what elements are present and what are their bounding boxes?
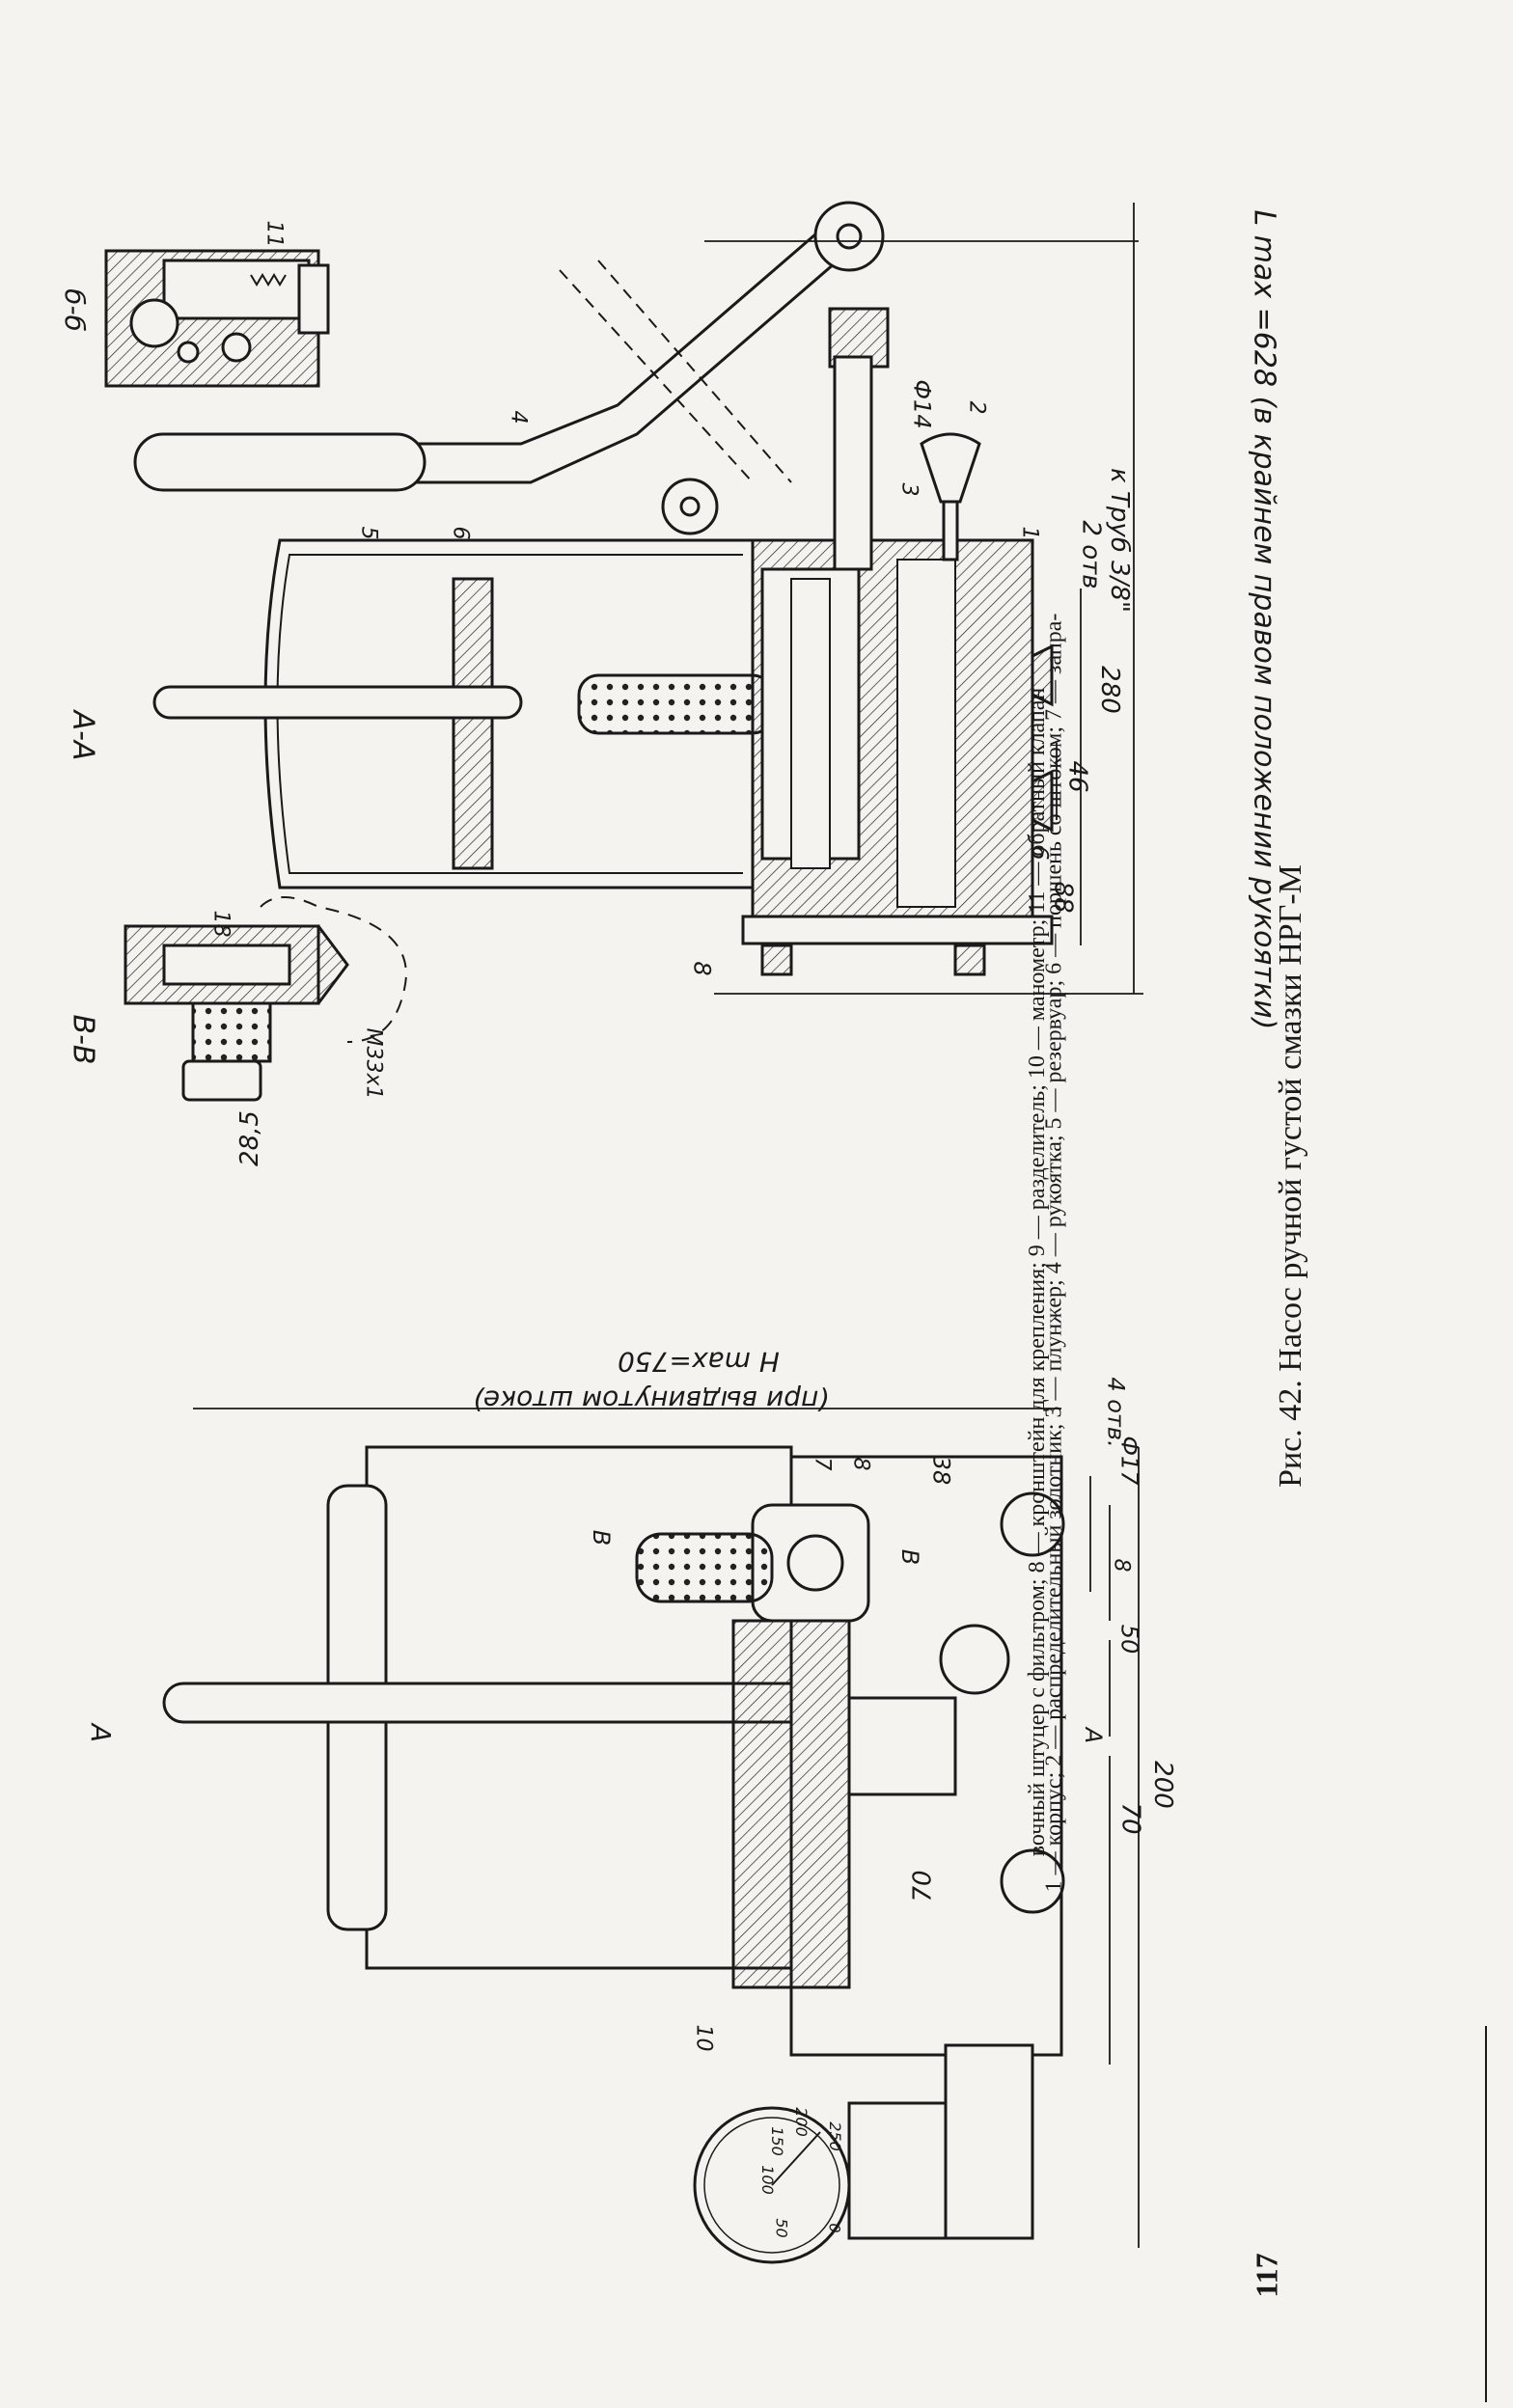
- caption-line-2: вочный штуцер с фильтром; 8 — кронштейн …: [1025, 687, 1051, 1857]
- part-number-7: 7: [810, 1457, 835, 1471]
- section-aa-view: [152, 538, 1054, 976]
- dim-70b: 70: [908, 1870, 938, 1902]
- gauge-scale-100: 100: [757, 2165, 777, 2195]
- part-number-3: 3: [896, 482, 922, 497]
- dim-pipe-2: к Труб 3/8": [1104, 468, 1134, 613]
- front-view: [162, 1445, 1065, 2264]
- part-number-5: 5: [356, 526, 381, 540]
- check-valve-detail: [104, 249, 330, 388]
- part-number-11: 11: [261, 220, 287, 248]
- section-bb-title: В-В: [66, 1014, 100, 1065]
- page-number: 117: [1249, 2253, 1284, 2298]
- handle-pivot: [813, 201, 885, 272]
- gauge-scale-150: 150: [767, 2126, 786, 2156]
- dim-18: 18: [208, 910, 234, 938]
- section-bb-detail: [124, 896, 407, 1102]
- section-aa-title: А-А: [66, 710, 100, 761]
- section-bb-mark: б-б: [58, 288, 91, 332]
- figure-caption: [420, 92, 584, 2311]
- piston-rod: [152, 685, 523, 720]
- gauge-scale-0: 0: [825, 2223, 844, 2233]
- dim-m33: М33х1: [361, 1027, 386, 1100]
- dim-d17: Ф17: [1115, 1436, 1143, 1486]
- dim-280: 280: [1094, 666, 1124, 714]
- dim-8b: 8: [1109, 1558, 1134, 1573]
- dimension-lines-front: [193, 1408, 1140, 2248]
- handle-grip: [133, 432, 426, 492]
- caption-title: Рис. 42. Насос ручной густой смазки НРГ-…: [1272, 864, 1308, 1488]
- part-number-1: 1: [1017, 526, 1042, 540]
- dim-38: 38: [927, 1455, 955, 1486]
- dim-50: 50: [1115, 1624, 1143, 1655]
- dim-8: 8: [688, 961, 716, 976]
- gauge-scale-50: 50: [772, 2218, 791, 2238]
- dim-70: 70: [1115, 1802, 1145, 1835]
- gauge-scale-200: 200: [791, 2107, 811, 2137]
- dim-d14: Ф14: [908, 379, 936, 429]
- part-number-10: 10: [691, 2024, 716, 2052]
- dim-pipe-1: 2 отв: [1076, 520, 1106, 589]
- dim-200: 200: [1147, 1761, 1177, 1809]
- dim-hmax: H max=750: [618, 1346, 780, 1378]
- cut-mark-b: В: [588, 1529, 616, 1546]
- cut-mark-a: А: [85, 1723, 118, 1743]
- handle-lever: [133, 201, 981, 571]
- piston: [452, 577, 494, 870]
- dim-28-5: 28,5: [234, 1110, 264, 1166]
- dimension-lines-aa: [704, 203, 1143, 995]
- part-number-2: 2: [964, 400, 989, 415]
- cut-mark-a2: А: [1080, 1727, 1108, 1744]
- part-number-8: 8: [848, 1457, 873, 1471]
- cut-mark-b2: В: [896, 1548, 924, 1566]
- gauge-scale-250: 250: [825, 2121, 844, 2151]
